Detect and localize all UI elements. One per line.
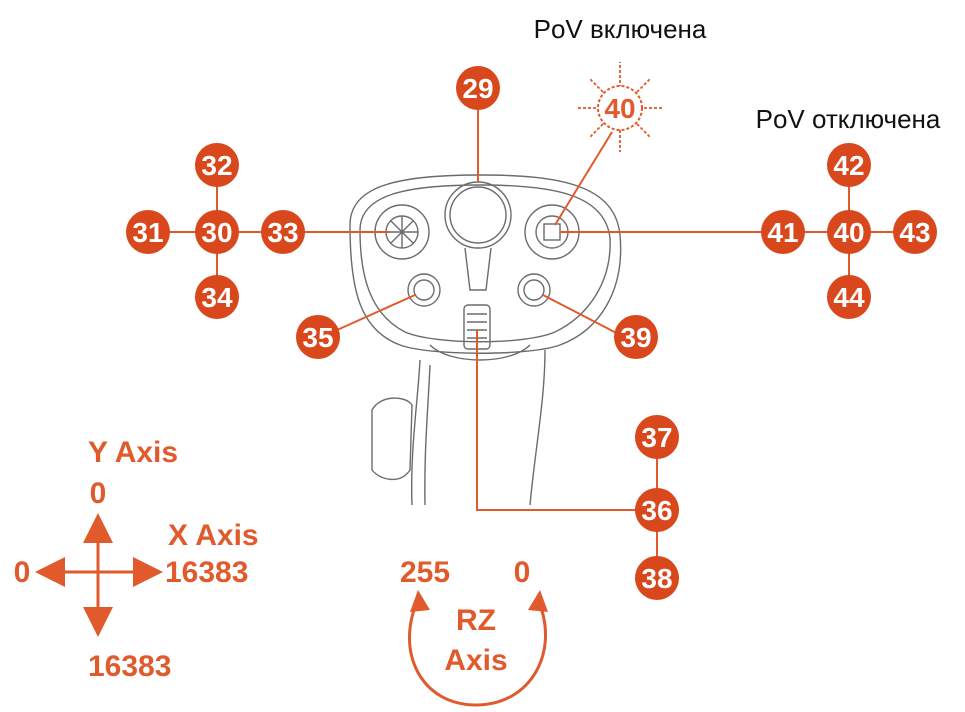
button-39-outline bbox=[517, 273, 551, 307]
y-axis-min: 0 bbox=[90, 477, 107, 510]
rz-label-1: RZ bbox=[456, 604, 496, 637]
badge-label: 35 bbox=[302, 322, 333, 353]
rz-left-value: 255 bbox=[400, 556, 450, 589]
badge-circle bbox=[635, 415, 679, 459]
x-axis-max: 16383 bbox=[165, 556, 248, 589]
badge-42: 42 bbox=[827, 143, 871, 187]
center-hat-stem bbox=[464, 247, 492, 291]
badge-label: 41 bbox=[767, 217, 798, 248]
side-trigger-outline bbox=[371, 397, 413, 481]
badge-circle bbox=[614, 315, 658, 359]
badge-label: 33 bbox=[267, 217, 298, 248]
badge-38: 38 bbox=[635, 556, 679, 600]
rz-arrow-left-head bbox=[410, 590, 430, 612]
rz-axis-legend: 255 0 RZ Axis bbox=[400, 556, 548, 707]
y-axis-max: 16383 bbox=[88, 650, 171, 683]
badge-circle bbox=[456, 66, 500, 110]
badge-circle bbox=[761, 210, 805, 254]
x-axis-min: 0 bbox=[14, 556, 31, 589]
badge-circle bbox=[296, 315, 340, 359]
badge-label: 42 bbox=[833, 150, 864, 181]
badge-circle bbox=[635, 556, 679, 600]
badge-circle bbox=[261, 210, 305, 254]
rz-arc bbox=[408, 599, 547, 707]
rz-label-2: Axis bbox=[444, 644, 507, 677]
badge-34: 34 bbox=[195, 275, 239, 319]
pov-off-label: PoV отключена bbox=[756, 104, 941, 134]
badge-circle bbox=[827, 143, 871, 187]
x-axis-label: X Axis bbox=[168, 519, 259, 552]
rz-arrow-right-head bbox=[528, 590, 548, 612]
badge-31: 31 bbox=[126, 210, 170, 254]
badge-32: 32 bbox=[195, 143, 239, 187]
badge-40b: 40 bbox=[827, 210, 871, 254]
line-40-pov bbox=[554, 131, 613, 226]
badge-label: 38 bbox=[641, 563, 672, 594]
pov-on-label: PoV включена bbox=[534, 14, 707, 44]
center-hat-inner bbox=[449, 186, 507, 244]
badge-44: 44 bbox=[827, 275, 871, 319]
badge-label: 29 bbox=[462, 73, 493, 104]
rz-right-value: 0 bbox=[514, 556, 531, 589]
badge-label: 32 bbox=[201, 150, 232, 181]
badge-41: 41 bbox=[761, 210, 805, 254]
pov-40-ring bbox=[597, 85, 643, 131]
badge-36: 36 bbox=[635, 488, 679, 532]
line-35 bbox=[325, 294, 416, 336]
joystick-head-inner bbox=[359, 184, 611, 343]
badge-33: 33 bbox=[261, 210, 305, 254]
y-axis-label: Y Axis bbox=[88, 436, 178, 469]
joystick-trigger-area bbox=[429, 344, 531, 361]
badge-circle bbox=[126, 210, 170, 254]
badge-30: 30 bbox=[195, 210, 239, 254]
joystick-head-outline bbox=[349, 174, 622, 354]
center-hat-outer bbox=[444, 181, 512, 249]
badge-label: 37 bbox=[641, 422, 672, 453]
pov-on-arrows bbox=[578, 62, 662, 152]
line-36 bbox=[476, 330, 657, 511]
badge-label: 31 bbox=[132, 217, 163, 248]
right-hat-square bbox=[543, 223, 561, 241]
scroll-wheel-ridges bbox=[467, 313, 487, 339]
badge-label: 36 bbox=[641, 495, 672, 526]
button-35-outline bbox=[407, 273, 441, 307]
button-39-inner bbox=[523, 279, 545, 301]
badge-39: 39 bbox=[614, 315, 658, 359]
badge-circle bbox=[635, 488, 679, 532]
badge-35: 35 bbox=[296, 315, 340, 359]
badge-label: 44 bbox=[833, 282, 865, 313]
button-badges: 29 32 31 30 33 34 35 39 37 36 38 42 41 40 43 44 bbox=[126, 66, 937, 600]
button-35-inner bbox=[413, 279, 435, 301]
badge-43: 43 bbox=[893, 210, 937, 254]
leader-lines bbox=[148, 110, 915, 578]
badge-label: 34 bbox=[201, 282, 233, 313]
badge-circle bbox=[827, 210, 871, 254]
badge-circle bbox=[827, 275, 871, 319]
badge-label: 39 bbox=[620, 322, 651, 353]
axis-legend: Y Axis 0 X Axis 0 16383 16383 bbox=[14, 436, 259, 683]
badge-circle bbox=[195, 275, 239, 319]
badge-circle bbox=[195, 143, 239, 187]
badge-label: 43 bbox=[899, 217, 930, 248]
joystick-grip-left bbox=[411, 359, 421, 506]
joystick-illustration bbox=[349, 174, 622, 506]
joystick-grip-right bbox=[529, 349, 546, 506]
pov-40-label: 40 bbox=[604, 93, 635, 124]
badge-label: 40 bbox=[833, 217, 864, 248]
badge-37: 37 bbox=[635, 415, 679, 459]
badge-circle bbox=[195, 210, 239, 254]
badge-label: 30 bbox=[201, 217, 232, 248]
left-hat-spokes bbox=[386, 216, 418, 248]
badge-circle bbox=[893, 210, 937, 254]
joystick-grip-inner bbox=[424, 364, 431, 506]
badge-29: 29 bbox=[456, 66, 500, 110]
